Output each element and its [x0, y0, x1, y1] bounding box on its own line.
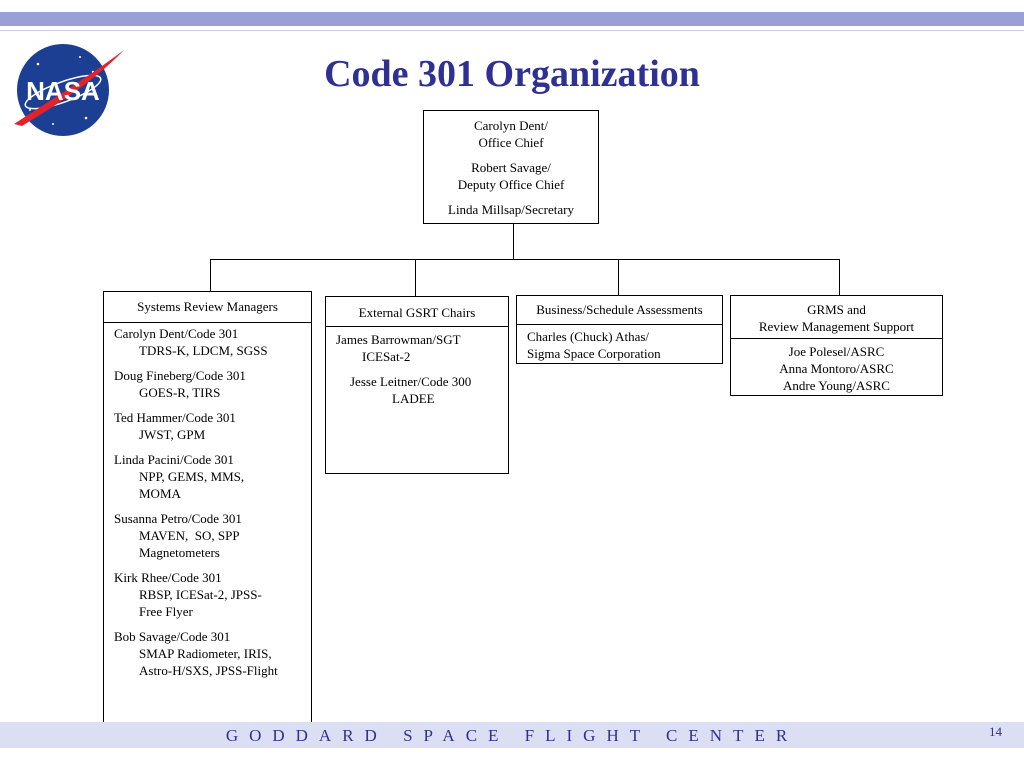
business-schedule-box: Business/Schedule Assessments Charles (C… [516, 295, 723, 364]
external-chair-1: James Barrowman/SGT [336, 332, 461, 347]
external-chair-2: Jesse Leitner/Code 300 [350, 374, 472, 389]
list-item: Linda Pacini/Code 301 NPP, GEMS, MMS, MO… [114, 452, 245, 501]
footer-text: GODDARD SPACE FLIGHT CENTER [225, 726, 799, 745]
connector-external [415, 259, 416, 296]
page-title: Code 301 Organization [324, 53, 700, 95]
list-item: Carolyn Dent/Code 301 TDRS-K, LDCM, SGSS [114, 326, 268, 358]
connector-horizontal [210, 259, 840, 260]
connector-trunk [513, 223, 514, 259]
external-gsrt-header: External GSRT Chairs [326, 297, 508, 327]
deputy-name: Robert Savage/ [471, 160, 551, 175]
chief-name: Carolyn Dent/ [473, 118, 548, 133]
nasa-logo-icon: NASA [14, 44, 124, 136]
chief-title: Office Chief [478, 135, 544, 150]
nasa-logo-text: NASA [26, 76, 100, 106]
office-chief-box: Carolyn Dent/ Office Chief Robert Savage… [423, 110, 599, 224]
business-contact-company: Sigma Space Corporation [527, 346, 661, 361]
secretary: Linda Millsap/Secretary [448, 202, 574, 217]
external-chair-2-mission: LADEE [392, 391, 435, 406]
list-item: Ted Hammer/Code 301 JWST, GPM [114, 410, 236, 442]
business-contact-name: Charles (Chuck) Athas/ [527, 329, 650, 344]
connector-systems [210, 259, 211, 291]
grms-member-1: Joe Polesel/ASRC [788, 344, 885, 359]
connector-grms [839, 259, 840, 295]
list-item: Kirk Rhee/Code 301 RBSP, ICESat-2, JPSS-… [114, 570, 262, 619]
grms-member-3: Andre Young/ASRC [783, 378, 890, 393]
business-schedule-header: Business/Schedule Assessments [517, 296, 722, 325]
list-item: Bob Savage/Code 301 SMAP Radiometer, IRI… [114, 629, 278, 678]
top-divider [0, 30, 1024, 31]
systems-review-box: Systems Review Managers Carolyn Dent/Cod… [103, 291, 312, 723]
systems-review-list: Carolyn Dent/Code 301 TDRS-K, LDCM, SGSS… [104, 323, 311, 679]
list-item: Doug Fineberg/Code 301 GOES-R, TIRS [114, 368, 246, 400]
grms-box: GRMS and Review Management Support Joe P… [730, 295, 943, 396]
external-chair-1-mission: ICESat-2 [362, 349, 411, 364]
top-accent-bar [0, 12, 1024, 26]
deputy-title: Deputy Office Chief [457, 177, 565, 192]
grms-member-2: Anna Montoro/ASRC [779, 361, 894, 376]
connector-business [618, 259, 619, 295]
grms-header: GRMS and Review Management Support [731, 296, 942, 339]
systems-review-header: Systems Review Managers [104, 292, 311, 323]
list-item: Susanna Petro/Code 301 MAVEN, SO, SPP Ma… [114, 511, 242, 560]
footer-bar [0, 722, 1024, 748]
external-gsrt-box: External GSRT Chairs James Barrowman/SGT… [325, 296, 509, 474]
page-number: 14 [989, 724, 1002, 739]
